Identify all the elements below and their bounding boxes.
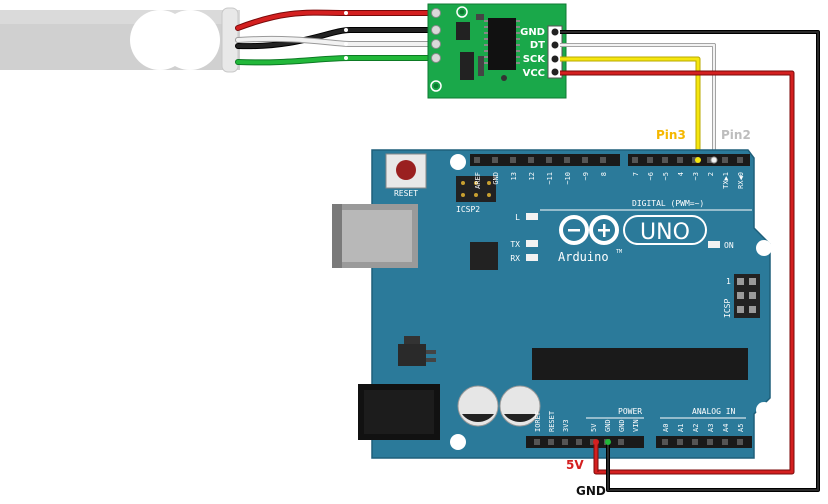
- hx711-pin-sck: SCK: [523, 54, 547, 65]
- reset-label: RESET: [394, 189, 418, 198]
- label-pin3: Pin3: [656, 128, 686, 142]
- pin-label-10: ~10: [564, 172, 572, 185]
- signal-wire-ends: [695, 156, 718, 164]
- arduino-brand: Arduino: [558, 250, 609, 264]
- analog-label: ANALOG IN: [692, 407, 736, 416]
- pin-label-6: ~6: [647, 172, 655, 180]
- analog-pin-a5: A5: [737, 424, 745, 432]
- power-pin-vin: VIN: [632, 419, 640, 432]
- analog-pin-a1: A1: [677, 424, 685, 432]
- led-on: ON: [708, 241, 734, 250]
- arduino-uno-board: RESET ICSP2: [332, 149, 772, 459]
- led-rx: RX: [510, 254, 538, 263]
- arduino-logo: UNO Arduino TM: [558, 215, 707, 264]
- usb-port: [332, 204, 418, 268]
- hx711-pin-gnd: GND: [520, 27, 545, 38]
- pin-label-3: ~3: [692, 172, 700, 180]
- power-pin-ioref: IOREF: [534, 411, 542, 432]
- power-pin-5v: 5V: [590, 423, 598, 432]
- pin-label-11: ~11: [546, 172, 554, 185]
- pin-label-13: 13: [510, 172, 518, 180]
- pin-label-1: TX▶1: [722, 172, 730, 189]
- led-tx: TX: [510, 240, 538, 249]
- digital-label: DIGITAL (PWM=~): [632, 199, 704, 208]
- led-l-label: L: [515, 213, 520, 222]
- usb-chip: [470, 242, 498, 270]
- power-label: POWER: [618, 407, 642, 416]
- icsp-header: ICSP 1: [723, 274, 760, 318]
- uno-logo-text: UNO: [640, 220, 690, 245]
- pin-label-2: 2: [707, 172, 715, 176]
- power-pin-gnd-1: GND: [604, 419, 612, 432]
- pin-label-4: 4: [677, 172, 685, 176]
- hx711-pin-vcc: VCC: [523, 68, 545, 79]
- pin-label-9: ~9: [582, 172, 590, 180]
- led-l: L: [515, 213, 538, 222]
- led-rx-label: RX: [510, 254, 520, 263]
- icsp2-header: ICSP2: [456, 176, 496, 214]
- led-on-label: ON: [724, 241, 734, 250]
- reset-button: RESET: [385, 153, 427, 198]
- pin-label-5: ~5: [662, 172, 670, 180]
- capacitor-2: [499, 385, 541, 427]
- load-cell: [0, 7, 240, 73]
- icsp-pin1-label: 1: [726, 277, 731, 286]
- pin-label-8: 8: [600, 172, 608, 176]
- wire-dt: [560, 43, 716, 162]
- capacitor-1: [457, 385, 499, 427]
- digital-header-right: [628, 154, 750, 166]
- label-gnd: GND: [576, 484, 606, 498]
- label-5v: 5V: [566, 458, 584, 472]
- hx711-board: GND DT SCK VCC: [427, 3, 567, 99]
- power-jack: [358, 384, 440, 440]
- power-pin-gnd-2: GND: [618, 419, 626, 432]
- analog-pin-a4: A4: [722, 424, 730, 432]
- main-chip: [532, 348, 748, 380]
- power-wire-ends: [593, 439, 611, 490]
- analog-pin-a2: A2: [692, 424, 700, 432]
- analog-header: ANALOG IN A0 A1 A2 A3 A4 A5: [656, 407, 752, 448]
- analog-pin-a3: A3: [707, 424, 715, 432]
- icsp-label: ICSP: [723, 299, 732, 318]
- led-tx-label: TX: [510, 240, 520, 249]
- pin-label-7: 7: [632, 172, 640, 176]
- pin-label-aref: AREF: [474, 172, 482, 189]
- power-pin-3v3: 3V3: [562, 419, 570, 432]
- pin-label-12: 12: [528, 172, 536, 180]
- pin-label-gnd-top: GND: [492, 172, 500, 185]
- label-pin2: Pin2: [721, 128, 751, 142]
- pin-label-0: RX◀0: [737, 172, 745, 189]
- power-pin-reset: RESET: [548, 410, 556, 432]
- icsp2-label: ICSP2: [456, 205, 480, 214]
- analog-pin-a0: A0: [662, 424, 670, 432]
- load-cell-wires: [235, 9, 433, 66]
- arduino-tm: TM: [616, 249, 622, 255]
- power-header: POWER IOREF RESET 3V3 5V GND GND VIN: [526, 407, 644, 448]
- voltage-regulator: [398, 336, 436, 366]
- digital-header-left: [470, 154, 620, 166]
- hx711-pin-dt: DT: [530, 40, 545, 51]
